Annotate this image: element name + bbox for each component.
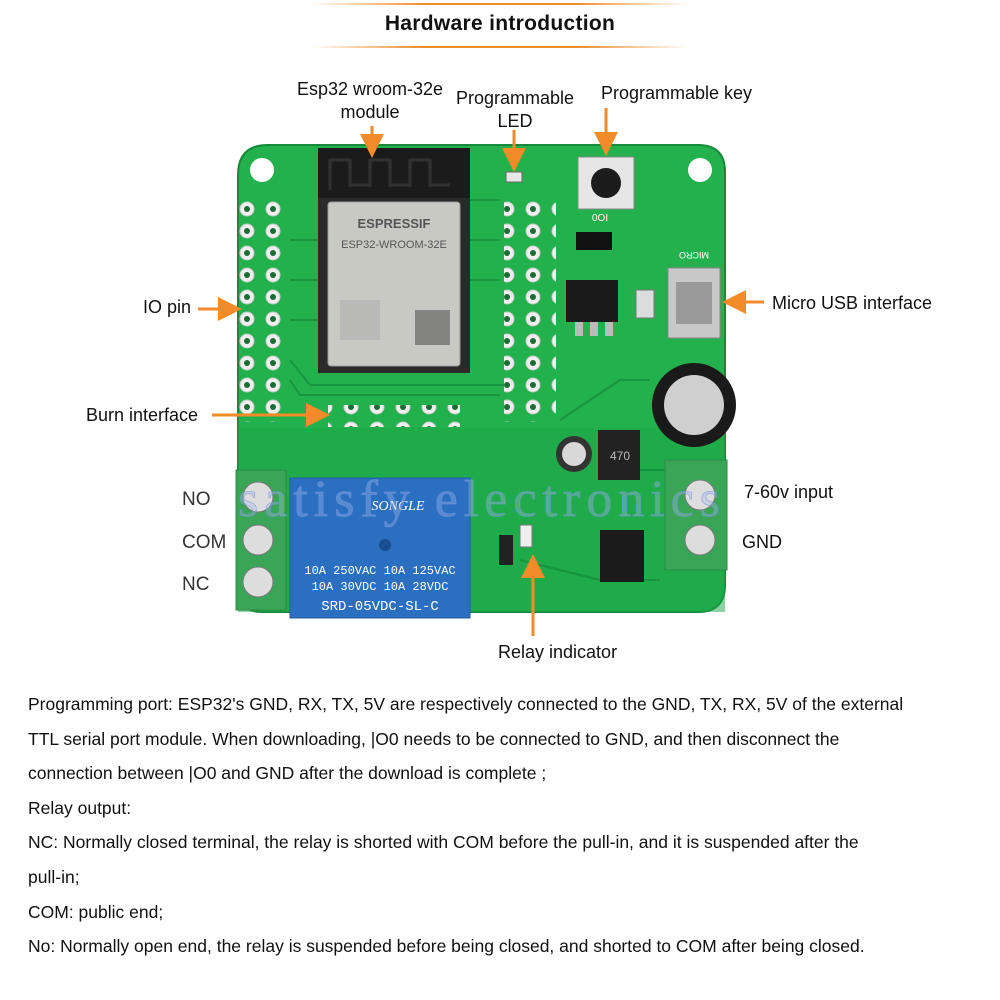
- voltage-regulator: [566, 280, 618, 322]
- callout-gnd: GND: [742, 532, 782, 552]
- driver-ic: [600, 530, 644, 582]
- inductor: [598, 430, 640, 480]
- description-line: pull-in;: [28, 866, 80, 887]
- mount-hole-top-left: [250, 158, 274, 182]
- burn-interface-header: [328, 405, 460, 427]
- relay-model: SRD-05VDC-SL-C: [321, 599, 439, 615]
- terminal-label-com: COM: [182, 532, 227, 553]
- relay-indicator-led: [519, 524, 533, 548]
- terminal-label-no: NO: [182, 489, 211, 510]
- module-model: ESP32-WROOM-32E: [341, 239, 447, 251]
- description-line: Relay output:: [28, 797, 132, 818]
- description-text: Programming port: ESP32's GND, RX, TX, 5…: [28, 687, 973, 964]
- terminal-screw-nc: [242, 566, 274, 598]
- esp32-module-antenna: [318, 148, 470, 200]
- watermark: satisfy electronics: [238, 471, 726, 529]
- terminal-screw-gnd: [684, 524, 716, 556]
- description-line: connection between |O0 and GND after the…: [28, 763, 547, 784]
- callout-burn-interface: Burn interface: [86, 405, 199, 425]
- callout-input-voltage: 7-60v input: [744, 482, 834, 502]
- callout-relay-indicator: Relay indicator: [498, 642, 618, 662]
- relay-rating-1: 10A 250VAC 10A 125VAC: [304, 564, 455, 578]
- flyback-diode: [499, 535, 513, 565]
- callout-micro-usb: Micro USB interface: [772, 293, 933, 313]
- terminal-screw-input: [684, 479, 716, 511]
- page-title: Hardware introduction: [384, 12, 616, 35]
- board-diagram: ESPRESSIF ESP32-WROOM-32E IO0 MICRO 470 …: [198, 108, 764, 636]
- description-line: TTL serial port module. When downloading…: [28, 728, 840, 749]
- programmable-key-button: [591, 168, 621, 198]
- module-brand: ESPRESSIF: [358, 216, 431, 231]
- description-line: NC: Normally closed terminal, the relay …: [28, 832, 859, 853]
- module-qr-code: [415, 310, 450, 345]
- button-label: IO0: [592, 211, 609, 222]
- io-header-right: [504, 200, 556, 422]
- programmable-led: [505, 171, 523, 183]
- io-header-left: [239, 200, 291, 422]
- description-line: No: Normally open end, the relay is susp…: [28, 936, 865, 957]
- callout-programmable-key: Programmable key: [601, 83, 753, 103]
- callout-arrows: [198, 108, 764, 636]
- relay-rating-2: 10A 30VDC 10A 28VDC: [312, 580, 449, 594]
- mount-hole-top-right: [688, 158, 712, 182]
- callout-io-pin: IO pin: [143, 297, 192, 317]
- title-line-bottom: [310, 46, 690, 48]
- description-line: COM: public end;: [28, 901, 164, 922]
- relay-brand: SONGLE: [372, 499, 425, 514]
- callout-esp32-module: Esp32 wroom-32e module: [296, 79, 444, 122]
- title-line-top: [310, 3, 690, 5]
- description-line: Programming port: ESP32's GND, RX, TX, 5…: [28, 694, 904, 714]
- terminal-screw-no: [242, 481, 274, 513]
- terminal-screw-com: [242, 524, 274, 556]
- inductor-label: 470: [610, 449, 630, 463]
- callout-programmable-led: Programmable LED: [455, 88, 575, 131]
- smd-capacitor: [576, 232, 612, 250]
- terminal-label-nc: NC: [182, 574, 210, 595]
- usb-label: MICRO: [679, 250, 709, 260]
- relay-coil-dot: [379, 539, 391, 551]
